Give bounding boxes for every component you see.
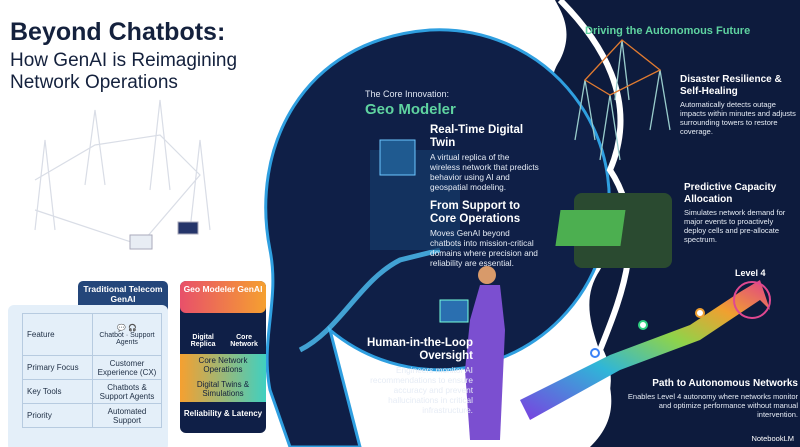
capacity-heading: Predictive Capacity Allocation bbox=[684, 182, 777, 205]
table-row: Feature 💬 🎧Chatbot · Support Agents bbox=[22, 313, 162, 356]
cell: Chatbots & Support Agents bbox=[92, 379, 162, 404]
autonomy-road bbox=[520, 280, 770, 420]
disaster-heading: Disaster Resilience & Self-Healing bbox=[680, 74, 782, 97]
path-body: Enables Level 4 autonomy where networks … bbox=[627, 392, 798, 419]
support-icon: 🎧 bbox=[127, 324, 137, 332]
capacity-body: Simulates network demand for major event… bbox=[684, 208, 786, 244]
path-heading: Path to Autonomous Networks bbox=[652, 378, 798, 389]
digital-twin-body: A virtual replica of the wireless networ… bbox=[430, 152, 539, 192]
row-label: Primary Focus bbox=[22, 355, 93, 380]
traditional-header: Traditional Telecom GenAI bbox=[83, 284, 163, 304]
watermark: NotebookLM bbox=[751, 434, 794, 443]
geo-cell: Core Network Operations bbox=[198, 356, 248, 374]
cell: Customer Experience (CX) bbox=[92, 355, 162, 380]
disaster-towers bbox=[574, 39, 671, 161]
row-label: Feature bbox=[22, 313, 93, 356]
future-heading: Driving the Autonomous Future bbox=[585, 25, 751, 37]
level-label: Level 4 bbox=[735, 268, 766, 278]
chatbot-icon: 💬 bbox=[117, 324, 127, 332]
cell: Automated Support bbox=[92, 403, 162, 428]
replica-label: Digital Replica bbox=[190, 334, 216, 348]
brain-icon bbox=[733, 281, 771, 319]
geo-cell: Reliability & Latency bbox=[183, 409, 263, 418]
page-subtitle: How GenAI is Reimagining Network Operati… bbox=[10, 50, 238, 93]
digital-twin-heading: Real-Time Digital Twin bbox=[430, 124, 524, 149]
row-label: Key Tools bbox=[22, 379, 93, 404]
human-loop-body: Engineers monitor AI recommendations to … bbox=[370, 365, 473, 415]
row-label: Priority bbox=[22, 403, 93, 428]
chatbot-label: Chatbot bbox=[99, 331, 124, 339]
support-core-body: Moves GenAI beyond chatbots into mission… bbox=[430, 228, 538, 268]
core-network-label: Core Network bbox=[230, 334, 258, 348]
comparison-table: Feature 💬 🎧Chatbot · Support Agents Prim… bbox=[22, 313, 162, 428]
support-label: Support Agents bbox=[116, 331, 155, 346]
engineer-figure bbox=[465, 285, 505, 440]
support-core-heading: From Support to Core Operations bbox=[430, 200, 521, 225]
core-eyebrow: The Core Innovation: bbox=[365, 89, 450, 99]
core-name: Geo Modeler bbox=[365, 101, 456, 118]
tower-network bbox=[129, 221, 199, 250]
geo-header: Geo Modeler GenAI bbox=[183, 284, 263, 294]
disaster-body: Automatically detects outage impacts wit… bbox=[680, 100, 796, 136]
page-title: Beyond Chatbots: bbox=[10, 18, 226, 46]
human-loop-heading: Human-in-the-Loop Oversight bbox=[366, 337, 473, 362]
geo-cell: Digital Twins & Simulations bbox=[196, 380, 250, 398]
